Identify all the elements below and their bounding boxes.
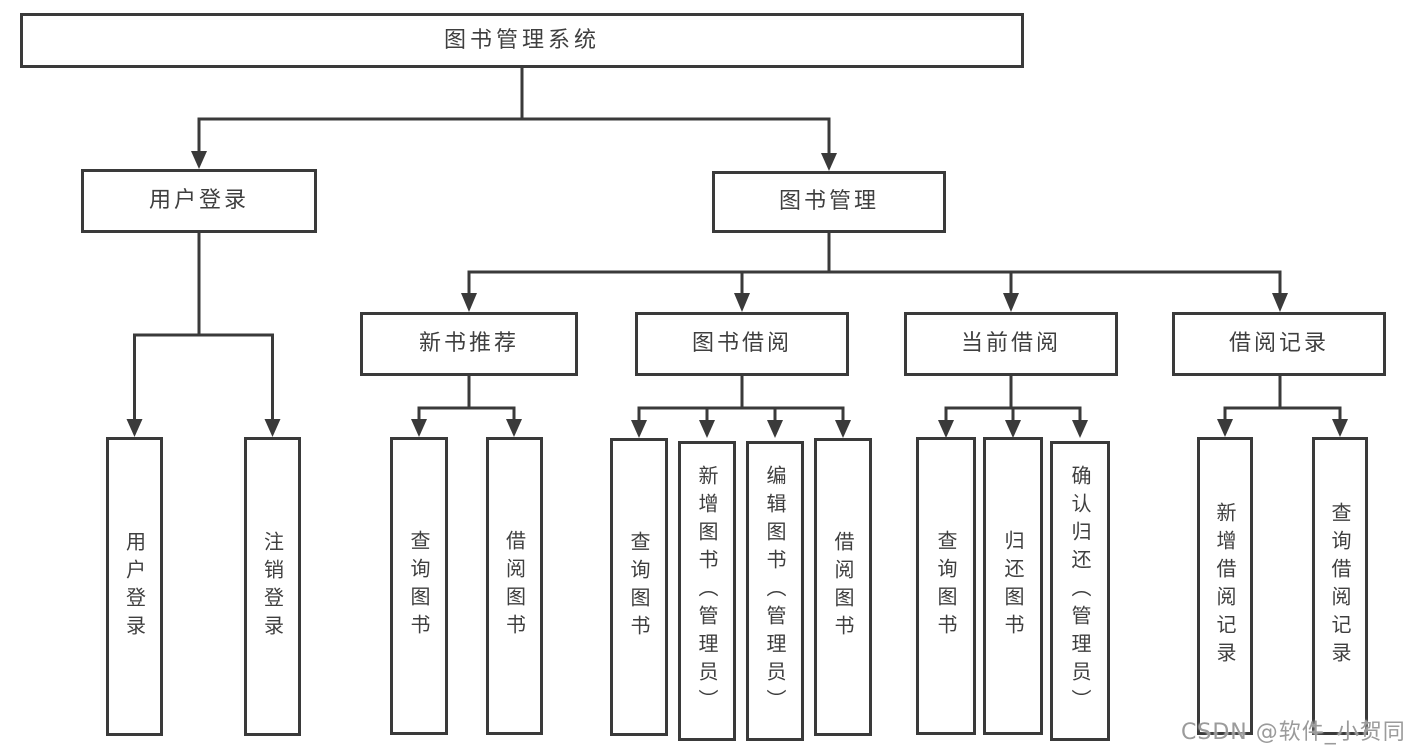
csdn-watermark: CSDN @软件_小贺同学 xyxy=(1181,720,1405,745)
connector-root-branch xyxy=(197,67,831,154)
node-user-login-label: 用户登录 xyxy=(148,188,249,213)
arrowheads-borrow-record-branch xyxy=(1217,419,1348,437)
leaf-user-login: 用户登录 xyxy=(106,437,163,736)
node-new-book-recommend: 新书推荐 xyxy=(360,312,578,376)
arrowheads-current-borrow-branch xyxy=(938,420,1088,438)
leaf-return-books: 归还图书 xyxy=(983,437,1043,735)
leaf-add-books-admin: 新增图书（管理员） xyxy=(678,441,736,741)
leaf-query-books-3: 查询图书 xyxy=(916,437,976,735)
node-root-label: 图书管理系统 xyxy=(443,27,600,53)
leaf-query-borrow-record-label: 查询借阅记录 xyxy=(1328,502,1352,670)
node-book-mgmt-label: 图书管理 xyxy=(778,189,879,214)
leaf-add-books-admin-label: 新增图书（管理员） xyxy=(695,465,719,717)
leaf-borrow-books-2: 借阅图书 xyxy=(814,438,872,736)
leaf-borrow-books-1-label: 借阅图书 xyxy=(502,530,527,642)
connector-new-book-branch xyxy=(417,376,516,421)
node-book-borrowing: 图书借阅 xyxy=(635,312,849,376)
arrowheads-new-book-branch xyxy=(411,419,522,437)
node-new-book-recommend-label: 新书推荐 xyxy=(418,331,519,356)
leaf-query-books-3-label: 查询图书 xyxy=(934,530,958,642)
node-book-mgmt: 图书管理 xyxy=(712,171,946,233)
node-root: 图书管理系统 xyxy=(20,13,1024,68)
arrowheads-user-login-branch xyxy=(126,419,281,437)
leaf-user-login-label: 用户登录 xyxy=(122,530,147,643)
leaf-confirm-return-admin: 确认归还（管理员） xyxy=(1050,441,1110,741)
node-current-borrowing: 当前借阅 xyxy=(904,312,1118,376)
node-borrowing-records: 借阅记录 xyxy=(1172,312,1386,376)
connector-borrow-record-branch xyxy=(1223,376,1342,421)
connector-book-mgmt-branch xyxy=(467,233,1282,295)
leaf-query-books-2-label: 查询图书 xyxy=(627,531,651,643)
leaf-return-books-label: 归还图书 xyxy=(1001,530,1025,642)
leaf-query-books-1-label: 查询图书 xyxy=(407,530,431,642)
leaf-logout: 注销登录 xyxy=(244,437,301,736)
leaf-borrow-books-2-label: 借阅图书 xyxy=(831,531,855,643)
leaf-edit-books-admin: 编辑图书（管理员） xyxy=(746,441,804,741)
leaf-borrow-books-1: 借阅图书 xyxy=(486,437,543,735)
node-borrowing-records-label: 借阅记录 xyxy=(1228,331,1329,356)
connector-user-login-branch xyxy=(133,233,274,421)
node-current-borrowing-label: 当前借阅 xyxy=(960,331,1061,356)
node-user-login: 用户登录 xyxy=(81,169,317,233)
leaf-query-books-2: 查询图书 xyxy=(610,438,668,736)
leaf-query-books-1: 查询图书 xyxy=(390,437,448,735)
node-book-borrowing-label: 图书借阅 xyxy=(691,331,792,356)
leaf-add-borrow-record: 新增借阅记录 xyxy=(1197,437,1253,735)
connector-current-borrow-branch xyxy=(944,376,1082,421)
leaf-logout-label: 注销登录 xyxy=(260,530,285,643)
leaf-add-borrow-record-label: 新增借阅记录 xyxy=(1213,502,1237,670)
arrowheads-root-branch xyxy=(191,151,837,171)
arrowheads-book-borrow-branch xyxy=(631,420,851,438)
leaf-query-borrow-record: 查询借阅记录 xyxy=(1312,437,1368,735)
connector-book-borrow-branch xyxy=(637,376,845,421)
leaf-edit-books-admin-label: 编辑图书（管理员） xyxy=(763,465,787,717)
arrowheads-book-mgmt-branch xyxy=(461,293,1288,312)
leaf-confirm-return-admin-label: 确认归还（管理员） xyxy=(1068,465,1092,717)
